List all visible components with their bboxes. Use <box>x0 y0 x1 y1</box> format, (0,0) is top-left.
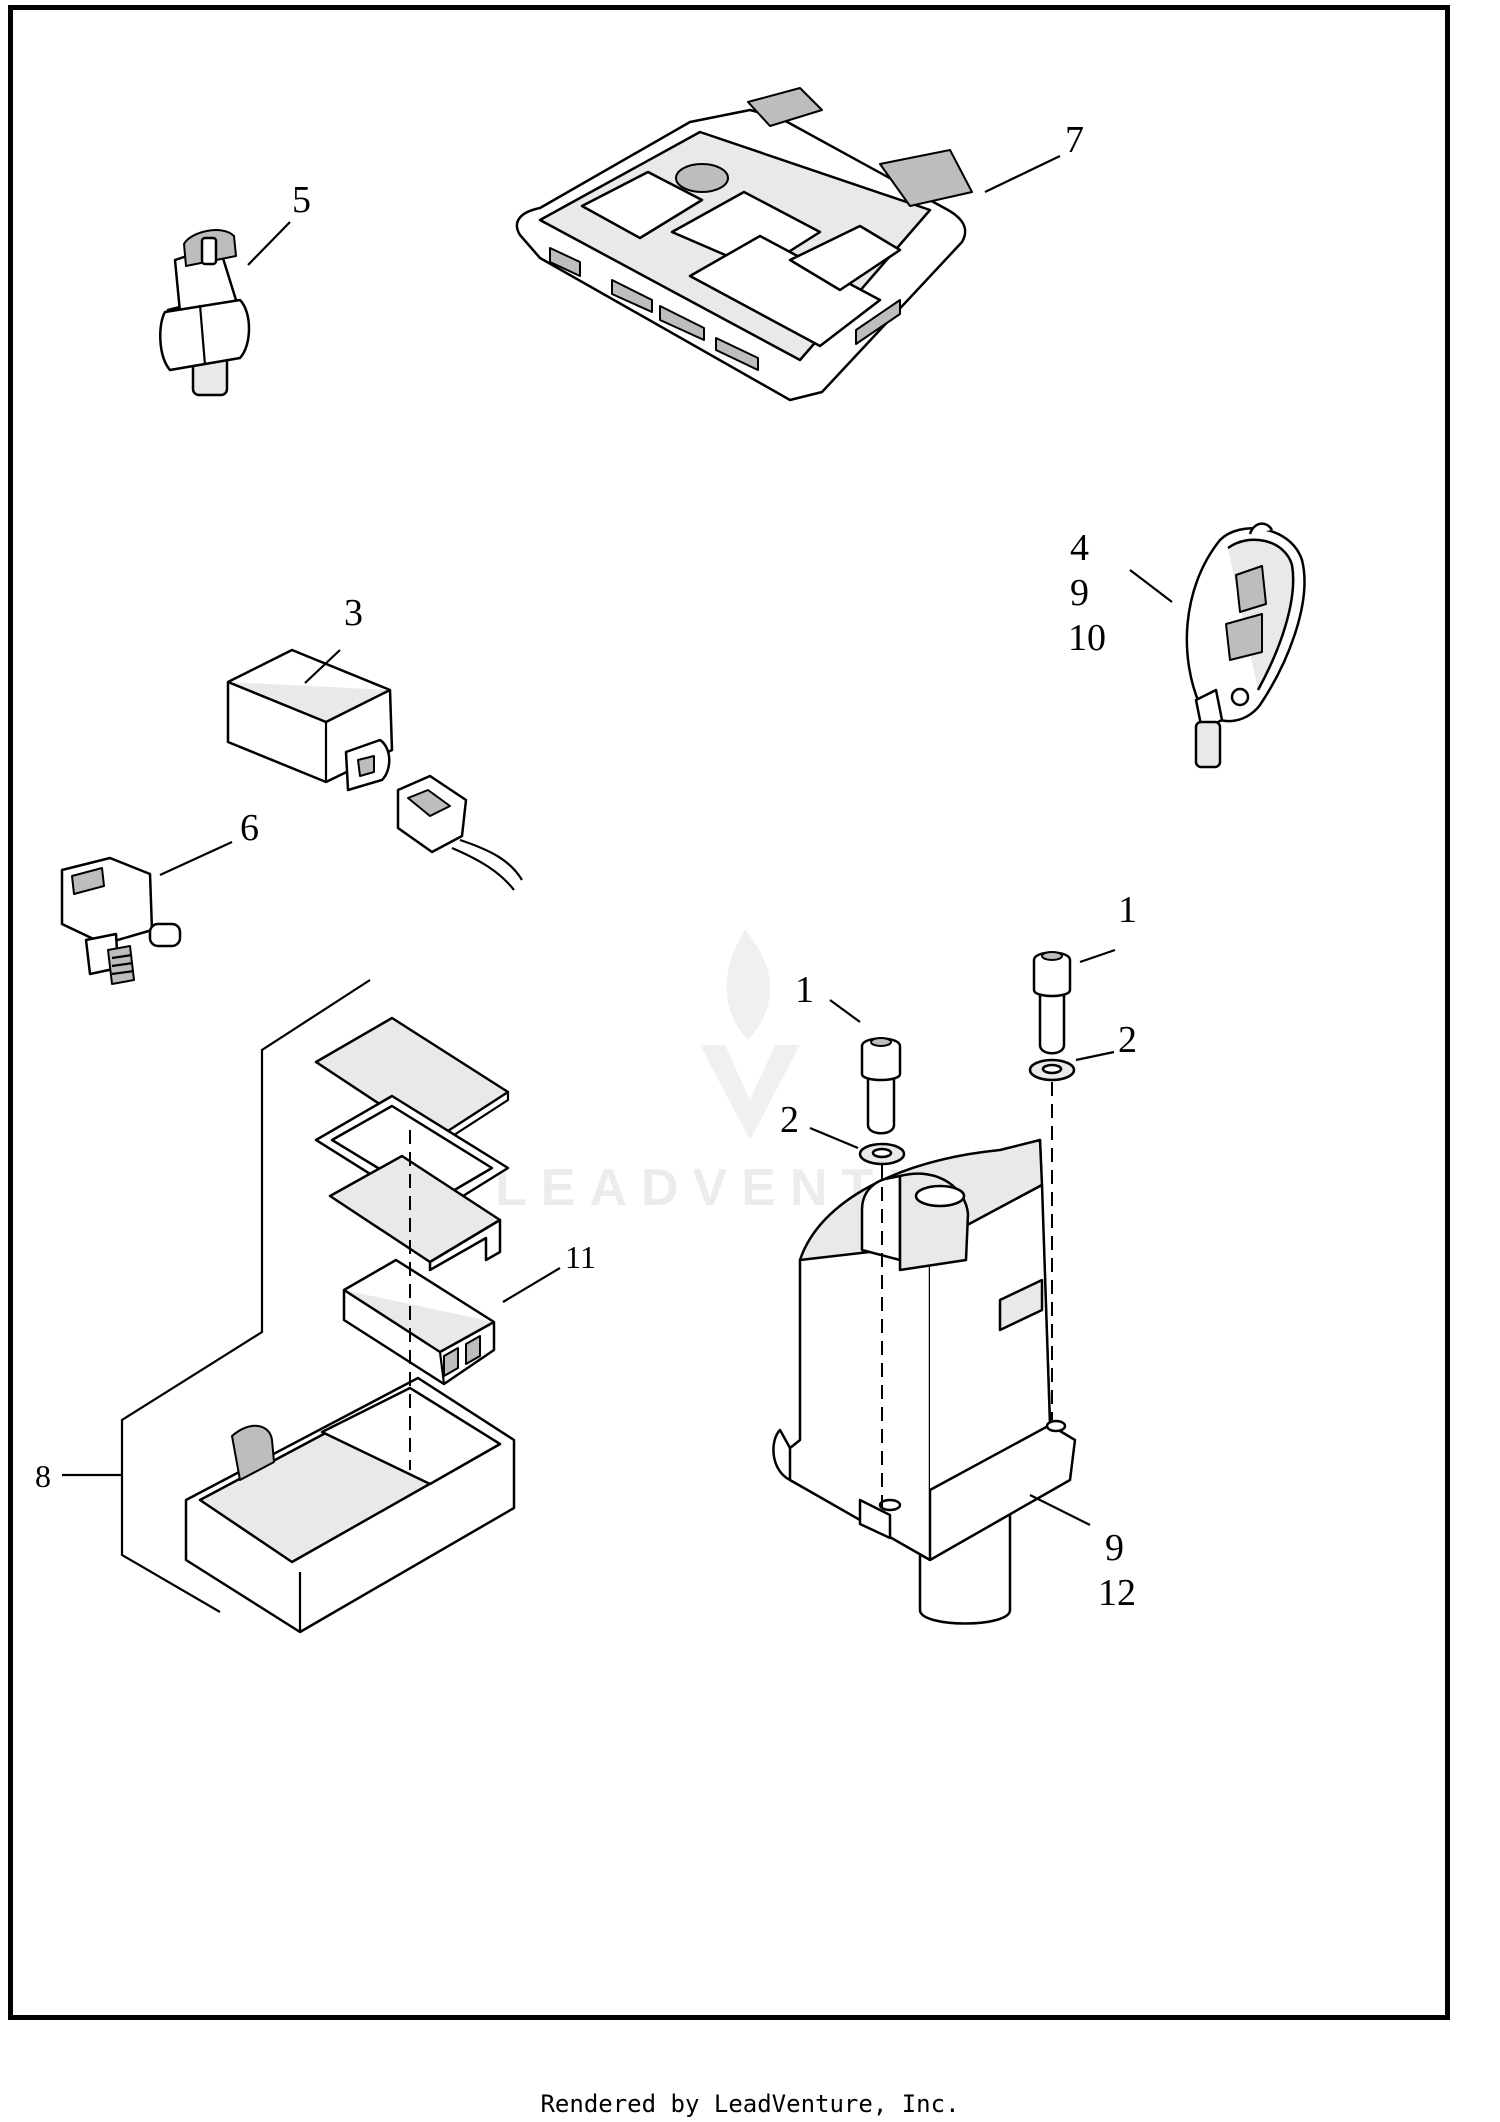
part-11-battery[interactable] <box>342 1258 496 1386</box>
callout-3: 3 <box>344 592 363 634</box>
callout-10: 10 <box>1068 617 1106 659</box>
leader-1-left <box>829 999 861 1023</box>
callout-12: 12 <box>1098 1572 1136 1614</box>
callout-8: 8 <box>35 1458 51 1494</box>
part-2-washer-left[interactable] <box>858 1142 906 1166</box>
callout-1-left: 1 <box>795 969 814 1011</box>
callout-6: 6 <box>240 807 259 849</box>
diagram-frame <box>8 5 1450 2020</box>
part-7-ecm[interactable] <box>515 87 973 402</box>
bracket-8 <box>120 979 371 1613</box>
part-5-pressure-sensor[interactable] <box>159 229 251 397</box>
callout-2-left: 2 <box>780 1099 799 1141</box>
leader-2-right <box>1075 1050 1115 1062</box>
leader-2-left <box>809 1126 859 1150</box>
footer-credit: Rendered by LeadVenture, Inc. <box>540 2090 960 2118</box>
leader-7 <box>984 155 1061 193</box>
callout-1-right: 1 <box>1118 889 1137 931</box>
callout-2-right: 2 <box>1118 1019 1137 1061</box>
part-2-washer-right[interactable] <box>1028 1058 1076 1082</box>
part-1-screw-left[interactable] <box>860 1037 902 1135</box>
part-1-screw-right[interactable] <box>1032 951 1072 1055</box>
callout-4: 4 <box>1070 527 1089 569</box>
leader-5 <box>247 221 291 266</box>
callout-7: 7 <box>1065 119 1084 161</box>
leader-6 <box>159 841 233 876</box>
leader-4 <box>1129 569 1173 603</box>
part-3-sensor[interactable] <box>226 648 394 792</box>
callout-5: 5 <box>292 179 311 221</box>
part-4-key-fob[interactable] <box>1185 522 1306 769</box>
leader-11 <box>502 1267 561 1303</box>
part-8-shield[interactable] <box>328 1154 502 1272</box>
callout-9-fob: 9 <box>1070 572 1089 614</box>
part-6-sensor[interactable] <box>60 856 182 985</box>
part-8-housing[interactable] <box>184 1376 516 1634</box>
callout-11: 11 <box>565 1239 596 1275</box>
leader-9-12 <box>1029 1494 1091 1526</box>
mating-connector <box>396 774 523 891</box>
callout-9-switch: 9 <box>1105 1527 1124 1569</box>
leader-1-right <box>1079 948 1116 964</box>
leader-3 <box>304 649 341 684</box>
part-12-ignition-switch[interactable] <box>772 1138 1077 1625</box>
